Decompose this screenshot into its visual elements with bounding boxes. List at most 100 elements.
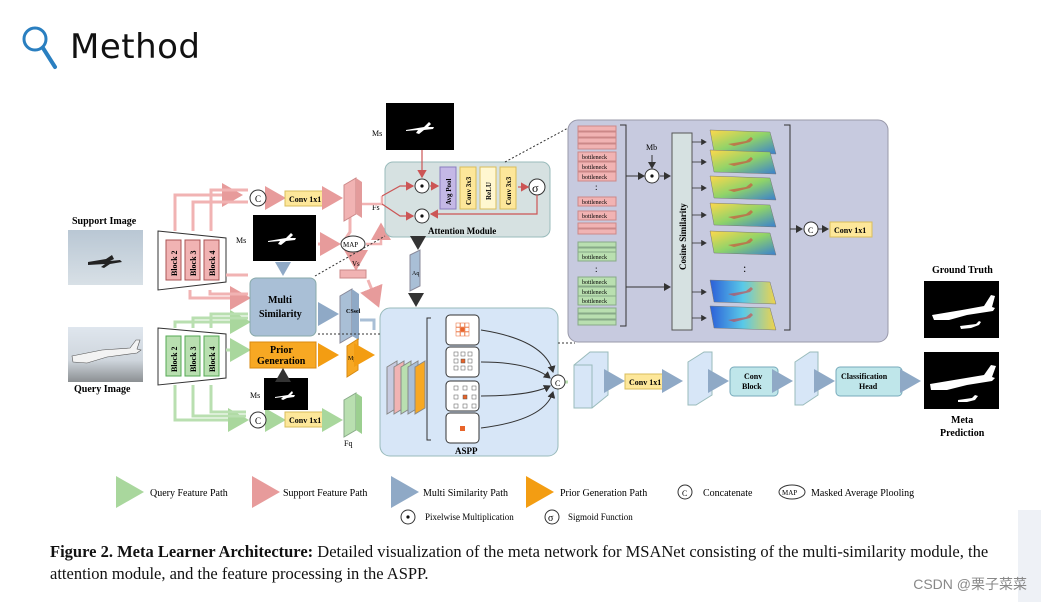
backbone-block-label: Block 2 (170, 250, 179, 276)
airplane-icon (88, 255, 122, 268)
support-mask (253, 215, 316, 261)
airplane-icon (71, 339, 142, 364)
conv-block-label: Block (742, 382, 762, 391)
classification-head-label: Classification (841, 372, 888, 381)
attention-module-label: Attention Module (428, 226, 496, 236)
fq-label: Fq (344, 439, 352, 448)
concat-symbol: C (555, 379, 560, 388)
feature-stack (386, 360, 426, 415)
legend-pixelwise: Pixelwise Multiplication (425, 512, 514, 522)
legend-support-path: Support Feature Path (283, 488, 367, 499)
bottleneck-block (577, 151, 617, 162)
sigmoid-symbol: σ (548, 513, 554, 524)
map-symbol: MAP (782, 489, 797, 497)
conv1x1-label: Conv 1x1 (834, 226, 866, 235)
bottleneck-label: bottleneck (582, 255, 607, 261)
search-icon (22, 26, 57, 69)
backbone-block (203, 335, 220, 377)
bottleneck-label: bottleneck (582, 214, 607, 220)
aq-feature (409, 249, 421, 292)
cosine-similarity-block (671, 132, 693, 331)
figure-caption: Figure 2. Meta Learner Architecture: Det… (50, 541, 1030, 585)
conv1x1-label: Conv 1x1 (289, 416, 321, 425)
concat-symbol: C (255, 416, 261, 426)
feature-layer (577, 228, 617, 235)
backbone-block-label: Block 3 (189, 250, 198, 276)
concat-symbol: C (255, 194, 261, 204)
relu-block (479, 166, 497, 210)
feature-layer (577, 319, 617, 326)
vs-label: Vs (352, 260, 360, 268)
ellipsis: : (743, 261, 746, 275)
caption-bold: Figure 2. Meta Learner Architecture: (50, 542, 314, 561)
legend-sigmoid: Sigmoid Function (568, 512, 633, 522)
map-node (340, 235, 366, 253)
support-image-label: Support Image (72, 216, 137, 227)
backbone-block (184, 335, 201, 377)
prior-generation-label: Generation (257, 356, 306, 367)
concat-node (550, 374, 566, 390)
ellipsis: : (595, 264, 598, 274)
support-mask (264, 378, 308, 410)
multi-similarity-label: Multi (268, 295, 292, 306)
avg-pool-label: Avg Pool (445, 178, 453, 205)
conv1x1-block (829, 221, 873, 238)
aspp-label: ASPP (455, 446, 478, 456)
concat-node (249, 189, 267, 207)
bottleneck-label: bottleneck (582, 175, 607, 181)
backbone-block-label: Block 4 (208, 250, 217, 276)
bottleneck-block (577, 210, 617, 221)
feature-block (794, 351, 819, 406)
bottleneck-block (577, 171, 617, 182)
vs-vector (339, 269, 367, 279)
ms-label: Ms (250, 391, 260, 400)
conv1x1-label: Conv 1x1 (289, 195, 321, 204)
backbone-block-label: Block 4 (208, 346, 217, 372)
legend-multi-path: Multi Similarity Path (423, 488, 508, 499)
cs-feature (339, 288, 353, 344)
multi-similarity-label: Similarity (259, 309, 302, 320)
mpr-label: Mpr (348, 356, 358, 362)
page-title: Method (70, 27, 201, 67)
watermark: CSDN @栗子菜菜 (913, 576, 1027, 592)
bottleneck-block (577, 196, 617, 207)
feature-layer (577, 241, 617, 248)
legend-prior-path: Prior Generation Path (560, 488, 647, 499)
feature-layer (577, 313, 617, 320)
backbone-block (203, 239, 220, 281)
backbone-block (165, 239, 182, 281)
support-mask (386, 103, 454, 150)
support-image (68, 230, 143, 285)
fq-feature (343, 392, 357, 438)
relu-label: ReLU (485, 182, 493, 200)
caption-text: Detailed visualization of the meta netwo… (50, 542, 989, 583)
backbone-block-label: Block 2 (170, 346, 179, 372)
feature-layer (577, 131, 617, 138)
fs-feature (343, 177, 357, 222)
concat-symbol: C (808, 226, 813, 235)
prior-generation-label: Prior (270, 345, 293, 356)
cosine-similarity-label: Cosine Similarity (678, 203, 688, 270)
conv3x3-label: Conv 3x3 (465, 176, 473, 205)
ms-label: Ms (372, 129, 382, 138)
backbone-block-label: Block 3 (189, 346, 198, 372)
legend-concatenate: Concatenate (703, 488, 753, 499)
feature-layer (577, 222, 617, 229)
feature-block (687, 351, 713, 406)
feature-block (573, 351, 609, 409)
query-image-label: Query Image (74, 384, 131, 395)
conv3x3-block (499, 166, 517, 210)
conv3x3-block (459, 166, 477, 210)
bottleneck-label: bottleneck (582, 155, 607, 161)
ms-label: Ms (236, 236, 246, 245)
bottleneck-label: bottleneck (582, 290, 607, 296)
conv-block-label: Conv (744, 372, 762, 381)
cs-label: CSsel (346, 309, 361, 315)
bottleneck-block (577, 251, 617, 262)
ellipsis: : (595, 182, 598, 192)
bottleneck-label: bottleneck (582, 280, 607, 286)
conv1x1-label: Conv 1x1 (629, 378, 661, 387)
conv3x3-label: Conv 3x3 (505, 176, 513, 205)
backbone-block (165, 335, 182, 377)
